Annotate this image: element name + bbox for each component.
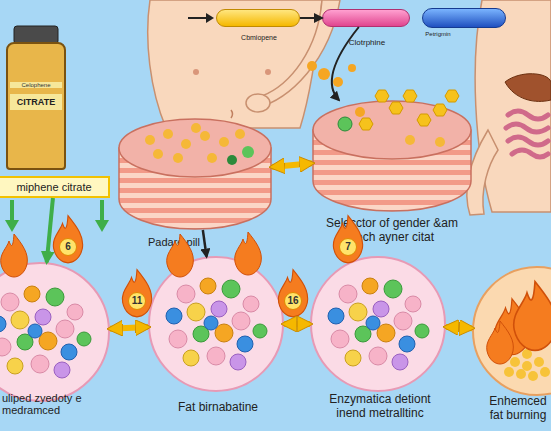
node-label: Celophene xyxy=(10,82,62,88)
node-label: Padare pill xyxy=(140,236,200,248)
pointer-arrow-head xyxy=(206,13,214,23)
fat-cell-circle: uliped zyedoty e medramced xyxy=(0,262,110,402)
green-arrow xyxy=(10,200,14,222)
callout-number: 11 xyxy=(128,292,146,310)
liver xyxy=(505,74,551,102)
connector-arrow xyxy=(300,17,322,19)
connector-arrow xyxy=(203,230,207,257)
connector-arrow xyxy=(332,27,359,100)
hand xyxy=(246,94,270,112)
burning-fat xyxy=(487,282,551,381)
human-torso xyxy=(148,0,322,128)
connector-arrow xyxy=(446,327,472,328)
callout-number: 6 xyxy=(59,238,77,256)
fat-cell-circle: Fat birnabatine xyxy=(148,256,284,392)
node-label: CITRATE xyxy=(10,94,62,110)
green-arrow-head xyxy=(95,220,109,232)
pill: Cbmiopene xyxy=(216,9,300,27)
callout-number: 16 xyxy=(284,292,302,310)
green-arrow-head xyxy=(5,220,19,232)
fat-cell-circle: Enhemced fat burning xyxy=(472,266,551,396)
human-torso xyxy=(475,0,551,212)
nipple xyxy=(265,69,271,75)
connector-arrow xyxy=(284,321,310,327)
flame xyxy=(167,234,194,277)
node-label: uliped zyedoty e medramced xyxy=(2,392,94,416)
fat-cell-circle: Enzymatica detiont inend metralltinc xyxy=(310,256,446,392)
fat-dots xyxy=(145,123,254,165)
pill: Clotrphine xyxy=(322,9,410,27)
flame xyxy=(333,216,362,263)
nipple xyxy=(193,69,199,75)
node-label: Clotrphine xyxy=(315,38,419,47)
tissue-disc: Selecctor of gender &am cech ayner citat xyxy=(312,100,472,212)
intestines xyxy=(506,111,548,157)
hormone-molecules xyxy=(307,61,459,147)
fat-cells xyxy=(0,286,91,378)
flame xyxy=(235,232,262,275)
node-label: Fat birnabatine xyxy=(143,400,293,414)
node-label: Enzymatica detiont inend metralltinc xyxy=(317,392,443,420)
node-label: Enhemced fat burning xyxy=(482,394,551,422)
flame xyxy=(122,270,151,317)
disc-outline xyxy=(312,100,472,212)
flame xyxy=(278,270,307,317)
tissue-disc: Padare pill xyxy=(118,118,272,230)
pointer-arrow xyxy=(188,17,206,19)
pill: Petrigmin xyxy=(422,8,506,28)
medicine-bottle: CelopheneCITRATE xyxy=(6,42,66,170)
fat-cells xyxy=(166,278,267,370)
connector-arrow xyxy=(47,198,53,262)
connector-arrow xyxy=(272,163,312,167)
callout-number: 7 xyxy=(339,238,357,256)
fat-cells xyxy=(328,278,429,370)
navel xyxy=(231,110,233,118)
node-label: miphene citrate xyxy=(0,181,108,193)
name-band: miphene citrate xyxy=(0,176,110,198)
disc-outline xyxy=(118,118,272,230)
node-label: Petrigmin xyxy=(403,31,473,37)
flame xyxy=(1,234,28,277)
node-label: Cbmiopene xyxy=(207,34,311,41)
connector-arrow xyxy=(110,327,148,329)
flame xyxy=(53,216,82,263)
node-label: Selecctor of gender &am cech ayner citat xyxy=(312,216,472,244)
green-arrow xyxy=(100,200,104,222)
